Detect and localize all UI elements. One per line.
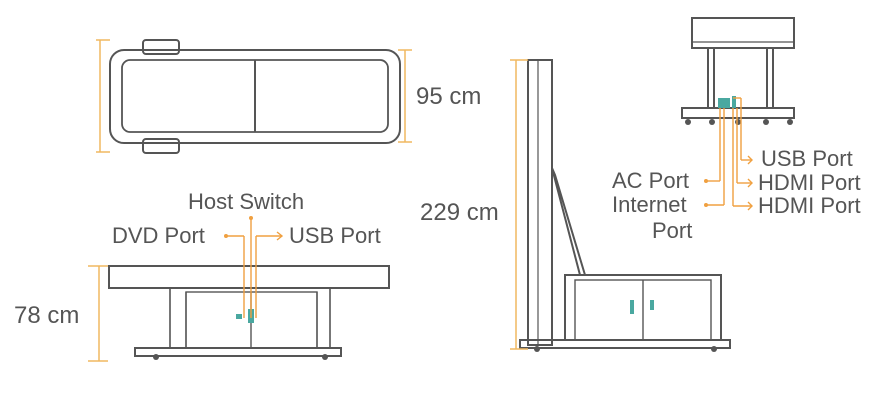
back-view-base xyxy=(681,107,795,119)
top-view-dimension-right xyxy=(398,49,412,143)
front-view-dvd-port-label: DVD Port xyxy=(112,223,205,248)
side-view-port-marks xyxy=(630,300,654,314)
top-view-dimension-left xyxy=(96,39,110,153)
front-view-leader-lines xyxy=(224,216,284,318)
back-view-hdmi-port-label-1: HDMI Port xyxy=(758,170,861,195)
front-view-base xyxy=(134,347,342,357)
front-view-usb-port-label: USB Port xyxy=(289,223,381,248)
side-view-dimension xyxy=(510,59,528,350)
back-view-usb-port-label: USB Port xyxy=(761,146,853,171)
back-view-internet-port-label-line2: Port xyxy=(652,218,692,243)
front-view-dimension xyxy=(88,265,108,362)
back-view xyxy=(681,17,795,125)
top-view-handle-top xyxy=(142,39,180,55)
back-view-screen xyxy=(691,17,795,49)
back-view-leader-lines xyxy=(704,97,753,211)
side-view-height-label: 229 cm xyxy=(420,199,499,226)
top-view-depth-label: 95 cm xyxy=(416,83,481,110)
front-view-host-switch-label: Host Switch xyxy=(188,189,304,214)
side-view-base xyxy=(519,339,731,349)
back-view-ac-port-label: AC Port xyxy=(612,168,689,193)
front-view-height-label: 78 cm xyxy=(14,302,79,329)
back-view-port-block xyxy=(718,96,736,108)
front-view xyxy=(108,265,390,360)
back-view-internet-port-label-line1: Internet xyxy=(612,192,687,217)
top-view xyxy=(109,39,401,154)
side-view-tall-panel xyxy=(527,59,553,346)
top-view-handle-bottom xyxy=(142,138,180,154)
front-view-tabletop xyxy=(108,265,390,289)
side-view xyxy=(519,59,731,352)
side-view-brace xyxy=(551,167,587,276)
back-view-hdmi-port-label-2: HDMI Port xyxy=(758,193,861,218)
top-view-outer-body xyxy=(109,49,401,144)
